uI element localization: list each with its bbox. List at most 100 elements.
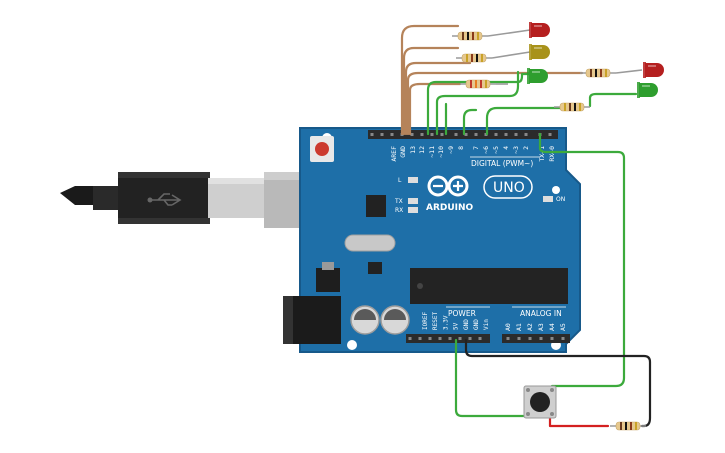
power-pin-label: 5V: [453, 322, 460, 330]
header-pin[interactable]: [514, 133, 518, 136]
led-group: [527, 22, 664, 98]
header-pin[interactable]: [464, 133, 468, 136]
header-pin[interactable]: [418, 337, 422, 340]
usb-chip: [366, 195, 386, 217]
digital-pin-label: 13: [409, 146, 417, 154]
led-yellow: [529, 44, 550, 60]
analog-header-label: ANALOG IN: [520, 309, 562, 318]
board-brand: ARDUINO: [426, 203, 474, 213]
wire-gnd-3: [404, 61, 472, 136]
header-pin[interactable]: [370, 133, 374, 136]
digital-pin-label: GND: [399, 146, 407, 158]
arduino-logo-icon: [427, 175, 469, 197]
header-pin[interactable]: [484, 133, 488, 136]
power-header: [406, 334, 490, 343]
header-pin[interactable]: [539, 337, 543, 340]
header-pin[interactable]: [478, 337, 482, 340]
header-pin[interactable]: [517, 337, 521, 340]
header-pin[interactable]: [380, 133, 384, 136]
status-led-l: L: [398, 177, 418, 184]
led-label-on: ON: [556, 196, 565, 203]
mount-hole: [552, 186, 560, 194]
header-pin[interactable]: [548, 133, 552, 136]
header-pin[interactable]: [430, 133, 434, 136]
header-pin[interactable]: [408, 337, 412, 340]
board-model: UNO: [493, 180, 525, 196]
resistor-3: [460, 79, 496, 89]
analog-pin-label: A1: [515, 323, 523, 331]
wire-gnd-2: [402, 46, 460, 136]
header-pin[interactable]: [428, 337, 432, 340]
header-pin[interactable]: [390, 133, 394, 136]
resistor-1: [452, 31, 488, 41]
header-pin[interactable]: [468, 337, 472, 340]
digital-pin-label: RX←0: [548, 146, 556, 162]
led-red-2: [643, 62, 664, 78]
header-pin[interactable]: [550, 337, 554, 340]
digital-pin-label: 7: [472, 146, 480, 150]
digital-pin-label: 4: [502, 146, 510, 150]
wire-pin7: [485, 106, 562, 136]
digital-header: [368, 130, 558, 139]
resistor-button: [610, 421, 646, 431]
power-pin-label: Vin: [483, 319, 490, 330]
header-pin[interactable]: [440, 133, 444, 136]
voltage-regulator: [316, 262, 340, 292]
header-pin[interactable]: [438, 337, 442, 340]
header-pin[interactable]: [506, 337, 510, 340]
resistor-4: [580, 68, 616, 78]
analog-pin-label: A4: [548, 323, 556, 331]
digital-pin-label: 2: [522, 146, 530, 150]
pushbutton[interactable]: [523, 385, 557, 419]
power-pin-label: RESET: [432, 312, 439, 330]
status-led-on: ON: [543, 196, 565, 203]
power-pin-label: GND: [473, 319, 480, 330]
small-chip: [368, 262, 382, 274]
led-green-1: [527, 68, 548, 84]
header-pin[interactable]: [494, 133, 498, 136]
capacitor: [350, 305, 380, 335]
header-pin[interactable]: [454, 133, 458, 136]
resistor-2: [456, 53, 492, 63]
header-pin[interactable]: [448, 337, 452, 340]
digital-pin-label: ~10: [437, 146, 445, 158]
wire-gnd-resistor: [464, 338, 652, 428]
digital-pin-label: TX→1: [538, 146, 546, 162]
analog-header: [502, 334, 570, 343]
status-led-rx: RX: [395, 207, 418, 214]
wire-gnd-5: [408, 82, 462, 136]
wire-5v-button: [454, 338, 528, 418]
header-pin[interactable]: [561, 337, 565, 340]
power-pin-label: 3.3V: [442, 315, 449, 330]
digital-pin-label: ~3: [512, 146, 520, 154]
header-pin[interactable]: [420, 133, 424, 136]
digital-pin-label: ~11: [428, 146, 436, 158]
header-pin[interactable]: [504, 133, 508, 136]
header-pin[interactable]: [474, 133, 478, 136]
led-label-l: L: [398, 177, 402, 184]
reset-button[interactable]: [310, 136, 334, 162]
reset-button-icon: [315, 142, 329, 156]
digital-pin-label: ~9: [447, 146, 455, 154]
wire-pin11: [435, 70, 520, 136]
resistors: [452, 29, 646, 431]
header-pin[interactable]: [410, 133, 414, 136]
wire-led5: [588, 92, 638, 108]
analog-pin-label: A0: [504, 323, 512, 331]
wire-button-resistor: [548, 416, 610, 428]
header-pin[interactable]: [524, 133, 528, 136]
header-pin[interactable]: [528, 337, 532, 340]
digital-header-label: DIGITAL (PWM~): [471, 159, 533, 168]
status-led-tx: TX: [394, 198, 418, 205]
header-pin[interactable]: [458, 337, 462, 340]
wire-pin9: [462, 108, 478, 136]
crystal: [344, 234, 396, 252]
led-label-rx: RX: [395, 207, 403, 214]
capacitor: [380, 305, 410, 335]
power-jack: [283, 296, 341, 344]
led-green-2: [637, 82, 658, 98]
analog-pin-label: A2: [526, 323, 534, 331]
atmega-chip: [410, 268, 568, 304]
